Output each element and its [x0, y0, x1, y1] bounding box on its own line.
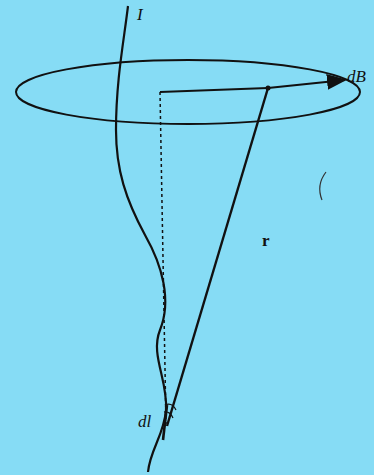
field-circle — [16, 60, 360, 124]
axis-line — [160, 92, 166, 424]
stray-mark — [320, 172, 326, 200]
dl-element — [163, 405, 167, 440]
dl-label: dl — [138, 413, 151, 430]
r-label: r — [262, 232, 270, 249]
r-vector — [167, 88, 268, 426]
angle-mark — [165, 404, 176, 410]
field-point — [266, 86, 271, 91]
db-arrow — [268, 80, 345, 88]
wire — [116, 6, 166, 472]
field-label: dB — [347, 68, 366, 85]
radius-line — [160, 88, 268, 92]
angle-mark — [164, 412, 173, 418]
current-label: I — [137, 6, 143, 23]
